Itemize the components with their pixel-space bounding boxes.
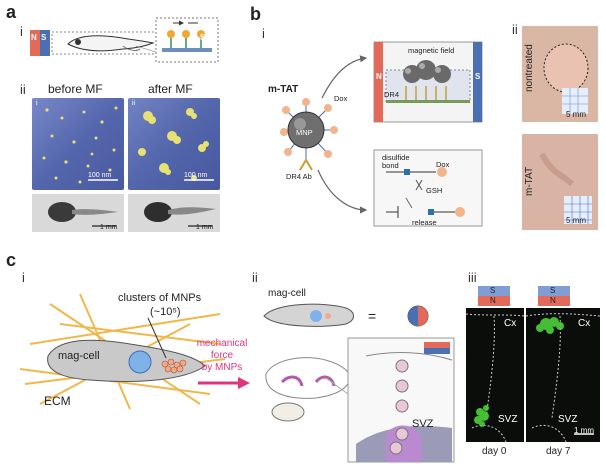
panel-a-i-label: i — [20, 24, 23, 39]
nontreated-scale: 5 mm — [566, 110, 586, 119]
dox-label-2: Dox — [436, 160, 450, 169]
mnp-label: MNP — [296, 128, 313, 137]
mtat-photo-label: m-TAT — [524, 166, 535, 196]
day0-label: day 0 — [482, 446, 507, 457]
day0-cx-label: Cx — [504, 318, 517, 329]
fish-before-scale: 1 mm — [100, 224, 118, 231]
mtat-photo-scale: 5 mm — [566, 216, 586, 225]
panel-c-i-label: i — [22, 270, 25, 285]
after-mf-label: after MF — [148, 82, 193, 96]
mechanical-force-label: mechanical force by MNPs — [196, 338, 248, 373]
day0-svz-label: SVZ — [498, 414, 518, 425]
disulfide-bond-label: disulfide bond — [382, 153, 410, 170]
before-mf-label: before MF — [48, 82, 103, 96]
nontreated-photo — [522, 26, 598, 122]
mtat-photo — [522, 134, 598, 230]
c-ii-svz-label: SVZ — [412, 418, 434, 430]
nontreated-label: nontreated — [524, 44, 535, 92]
fish-before-image — [32, 194, 124, 232]
day0-fluorescence-image — [466, 308, 524, 442]
panel-c-letter: c — [6, 250, 17, 270]
mag-cell-ecm-schematic — [20, 293, 226, 410]
zebrafish-magnet-schematic — [30, 17, 219, 63]
afm-after-image — [128, 98, 220, 190]
dox-label: Dox — [334, 94, 348, 103]
release-label: release — [412, 218, 437, 227]
mtat-magnet-n: N — [376, 72, 382, 81]
mtat-magnet-s: S — [475, 72, 481, 81]
fluorescence-scale: 1 mm — [574, 426, 594, 435]
day0-magnet-icon — [478, 286, 510, 306]
day0-magnet-s: S — [490, 286, 496, 295]
afm-before-scale: 100 nm — [88, 172, 112, 179]
gsh-label: GSH — [426, 186, 443, 195]
afm-before-image — [32, 98, 124, 190]
day0-magnet-n: N — [490, 296, 496, 305]
fish-after-image — [128, 194, 220, 232]
brain-migration-schematic — [263, 303, 455, 463]
panel-a-ii-label: ii — [20, 82, 26, 97]
equals-sign: = — [368, 308, 377, 324]
magnet-left-s: S — [41, 33, 47, 42]
day7-cx-label: Cx — [578, 318, 591, 329]
mag-cell-label: mag-cell — [58, 350, 100, 362]
panel-a-letter: a — [6, 2, 17, 22]
magnet-right-n: N — [210, 33, 216, 42]
day7-svz-label: SVZ — [558, 414, 578, 425]
day7-magnet-s: S — [550, 286, 556, 295]
magnet-right-s: S — [200, 33, 206, 42]
magnet-left-n: N — [31, 33, 37, 42]
dr4-ab-label: DR4 Ab — [286, 172, 312, 181]
day7-magnet-icon — [538, 286, 570, 306]
ecm-label: ECM — [44, 394, 71, 408]
afm-after-scale: 100 nm — [184, 172, 208, 179]
panel-b-letter: b — [250, 4, 261, 24]
day7-label: day 7 — [546, 446, 571, 457]
day7-magnet-n: N — [550, 296, 556, 305]
panel-b-i-label: i — [262, 26, 265, 41]
mtat-label: m-TAT — [268, 84, 299, 95]
day7-fluorescence-image — [526, 308, 600, 442]
magnetic-field-label: magnetic field — [408, 46, 455, 55]
panel-c-ii-label: ii — [252, 270, 258, 285]
force-arrow-icon — [198, 377, 250, 389]
clusters-label: clusters of MNPs — [118, 292, 202, 304]
afm-after-inner-label: ii — [132, 100, 136, 107]
dr4-label: DR4 — [384, 90, 400, 99]
afm-before-inner-label: i — [36, 100, 38, 107]
panel-b-ii-label: ii — [512, 22, 518, 37]
fish-after-scale: 1 mm — [196, 224, 214, 231]
c-ii-mag-cell-label: mag-cell — [268, 288, 306, 299]
clusters-count: (~10⁵) — [150, 306, 181, 318]
panel-c-iii-label: iii — [468, 270, 477, 285]
mtat-schematic — [280, 41, 483, 227]
